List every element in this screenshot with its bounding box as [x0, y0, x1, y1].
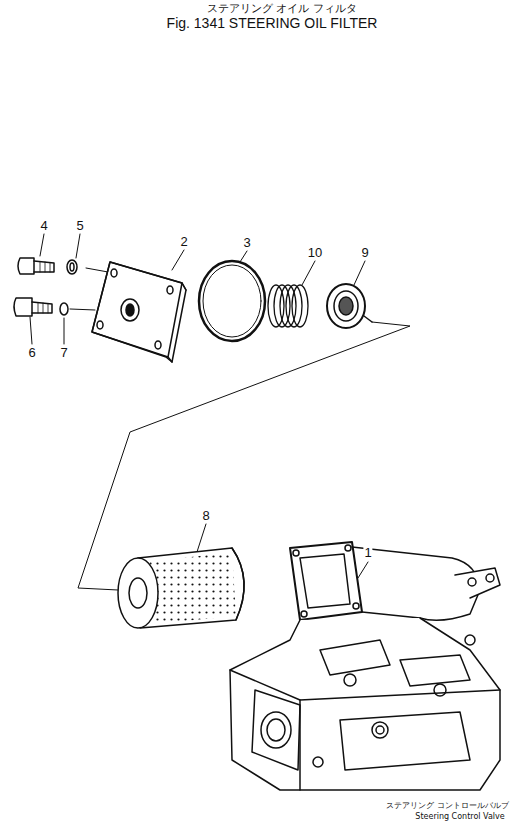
callout-number: 6 [27, 346, 36, 360]
callout-number: 8 [201, 509, 210, 523]
callout-number: 3 [242, 236, 251, 250]
callout-number: 5 [75, 219, 84, 233]
callout-number: 9 [360, 246, 369, 260]
part-note: ステアリング コントロールバルブ [385, 802, 510, 811]
figure-title: Fig. 1341 STEERING OIL FILTER [167, 16, 378, 31]
callout-number: 2 [179, 235, 188, 249]
callout-number: 1 [363, 546, 372, 560]
callout-number: 4 [39, 219, 48, 233]
callout-number: 10 [307, 246, 323, 260]
jp-title: ステアリング オイル フィルタ [206, 3, 358, 15]
part-note: Steering Control Valve [414, 813, 505, 822]
callout-number: 7 [59, 346, 68, 360]
